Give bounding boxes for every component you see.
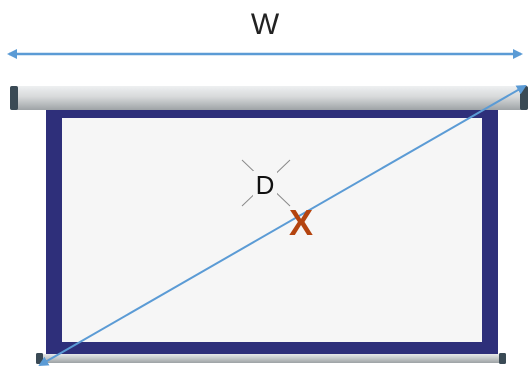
diagonal-dimension-arrow (38, 85, 527, 366)
center-mark-label: X (289, 202, 313, 243)
roller-case (10, 86, 528, 110)
bottom-bar (36, 353, 506, 364)
width-label: W (251, 8, 280, 41)
diagonal-label-backdrop (253, 171, 277, 197)
diagonal-label: D (256, 170, 275, 200)
screen-surface (62, 118, 482, 342)
